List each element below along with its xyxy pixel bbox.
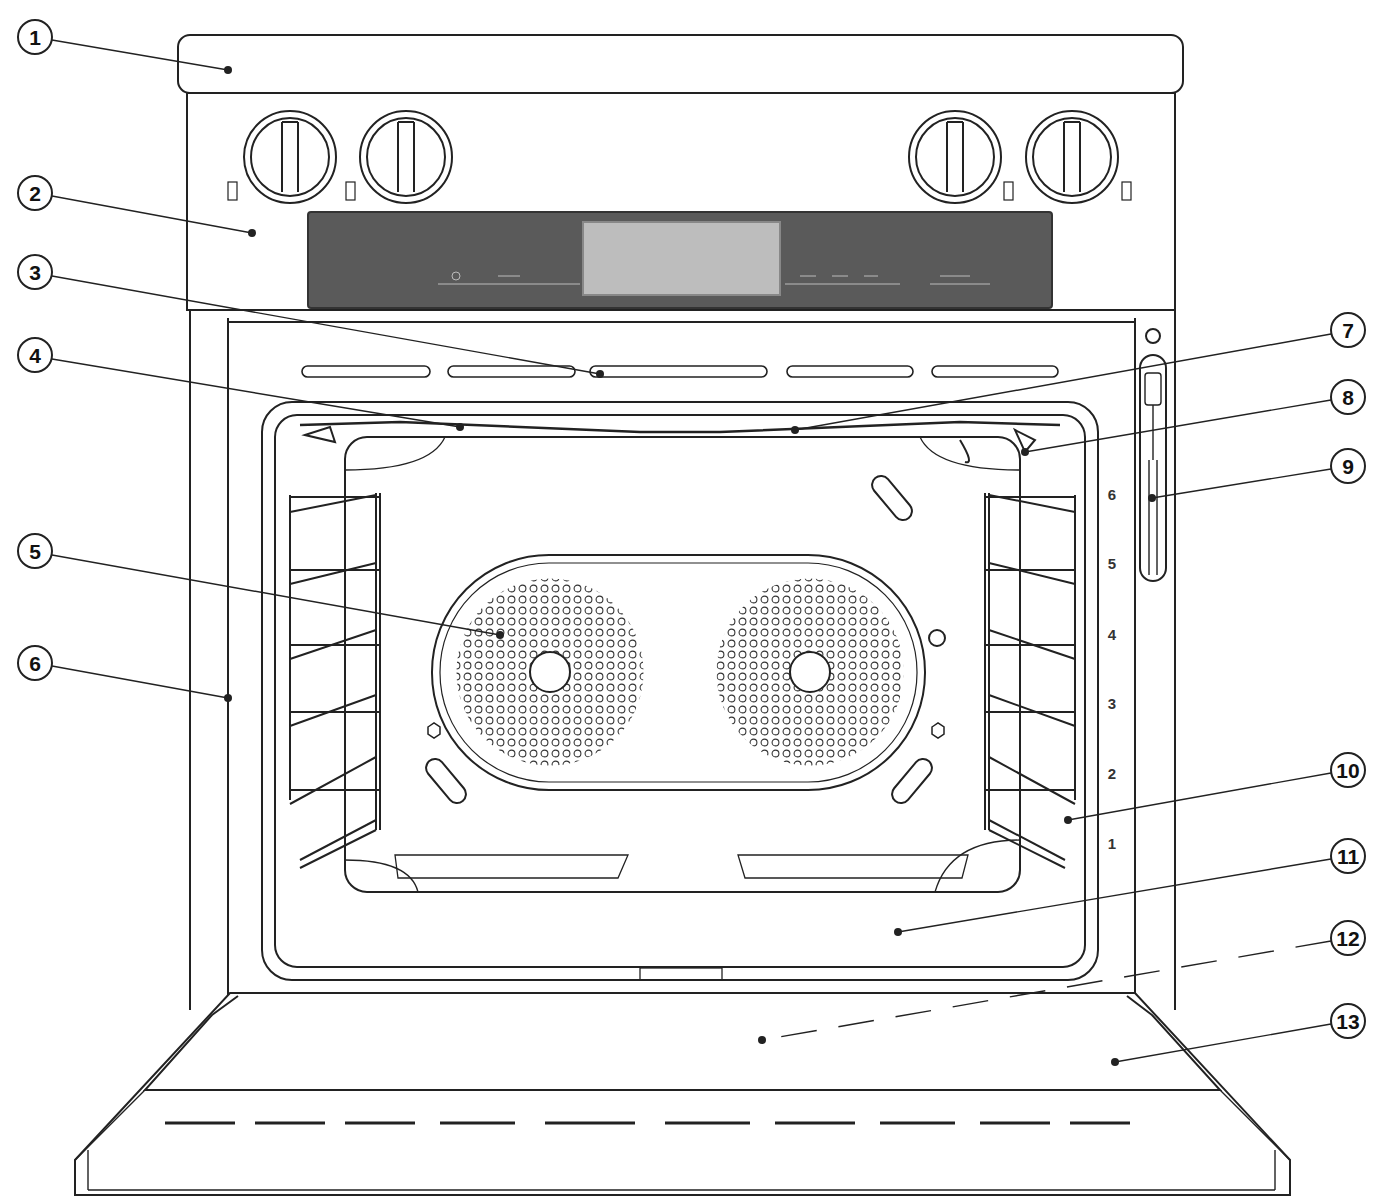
callout-number: 10: [1336, 760, 1359, 781]
convection-fan: [715, 577, 905, 767]
control-knob: [244, 111, 1118, 203]
vent-opening: [868, 472, 915, 523]
vent-opening: [422, 755, 469, 806]
rack-level-number: 6: [1108, 487, 1116, 502]
rack-level-number: 1: [1108, 836, 1116, 851]
meat-probe: [1145, 373, 1161, 405]
fan-cover: [440, 563, 917, 782]
vent-opening: [888, 755, 935, 806]
element-mount: [305, 427, 1035, 452]
back-wall: [345, 437, 1020, 892]
knob-icon: [228, 182, 1131, 200]
rack-support: [290, 493, 1075, 868]
callout-number: 6: [29, 653, 41, 674]
meat-probe-holder: [1140, 355, 1166, 581]
bottom-element: [395, 855, 968, 878]
leader-line: [52, 40, 1331, 1062]
fan-cover: [432, 555, 925, 790]
callout-number: 12: [1336, 928, 1359, 949]
callout-circle: [18, 20, 1365, 1038]
touch-controls: [438, 272, 990, 284]
fan-hub: [530, 652, 570, 692]
oven-frame: [190, 310, 1175, 1010]
leader-dot: [224, 66, 1156, 1066]
callout-number: 11: [1337, 846, 1359, 867]
display-screen: [583, 222, 780, 295]
oven-light: [960, 440, 969, 462]
oven-cavity: [262, 402, 1098, 980]
screw: [428, 723, 944, 738]
cavity-corner: [345, 437, 1020, 892]
callout-number: 3: [29, 262, 41, 283]
callout-number: 7: [1342, 320, 1354, 341]
rack-level-number: 3: [1108, 696, 1116, 711]
top-trim: [178, 35, 1183, 93]
callout-number: 2: [29, 183, 41, 204]
rack-level-number: 2: [1108, 766, 1116, 781]
door-vent: [165, 1122, 1130, 1125]
vent-slot: [302, 366, 1058, 377]
temperature-sensor: [929, 630, 945, 646]
rack-level-number: 4: [1108, 627, 1116, 642]
door-glass: [145, 996, 1220, 1090]
display-strip: [308, 212, 1052, 308]
callout-number: 4: [29, 345, 41, 366]
oven-door: [75, 993, 1290, 1195]
convection-fan: [455, 577, 645, 767]
callout-number: 13: [1336, 1011, 1359, 1032]
fan-hub: [790, 652, 830, 692]
control-panel: [187, 93, 1175, 310]
callout-number: 1: [29, 27, 41, 48]
door-latch: [640, 968, 722, 980]
callout-number: 8: [1342, 387, 1354, 408]
broil-element: [300, 422, 1060, 432]
rack-level-number: 5: [1108, 556, 1116, 571]
indicator: [1146, 329, 1160, 343]
door-frame: [75, 1090, 1290, 1190]
callout-number: 5: [29, 541, 41, 562]
callout-number: 9: [1342, 456, 1354, 477]
cavity-seal: [275, 415, 1085, 967]
